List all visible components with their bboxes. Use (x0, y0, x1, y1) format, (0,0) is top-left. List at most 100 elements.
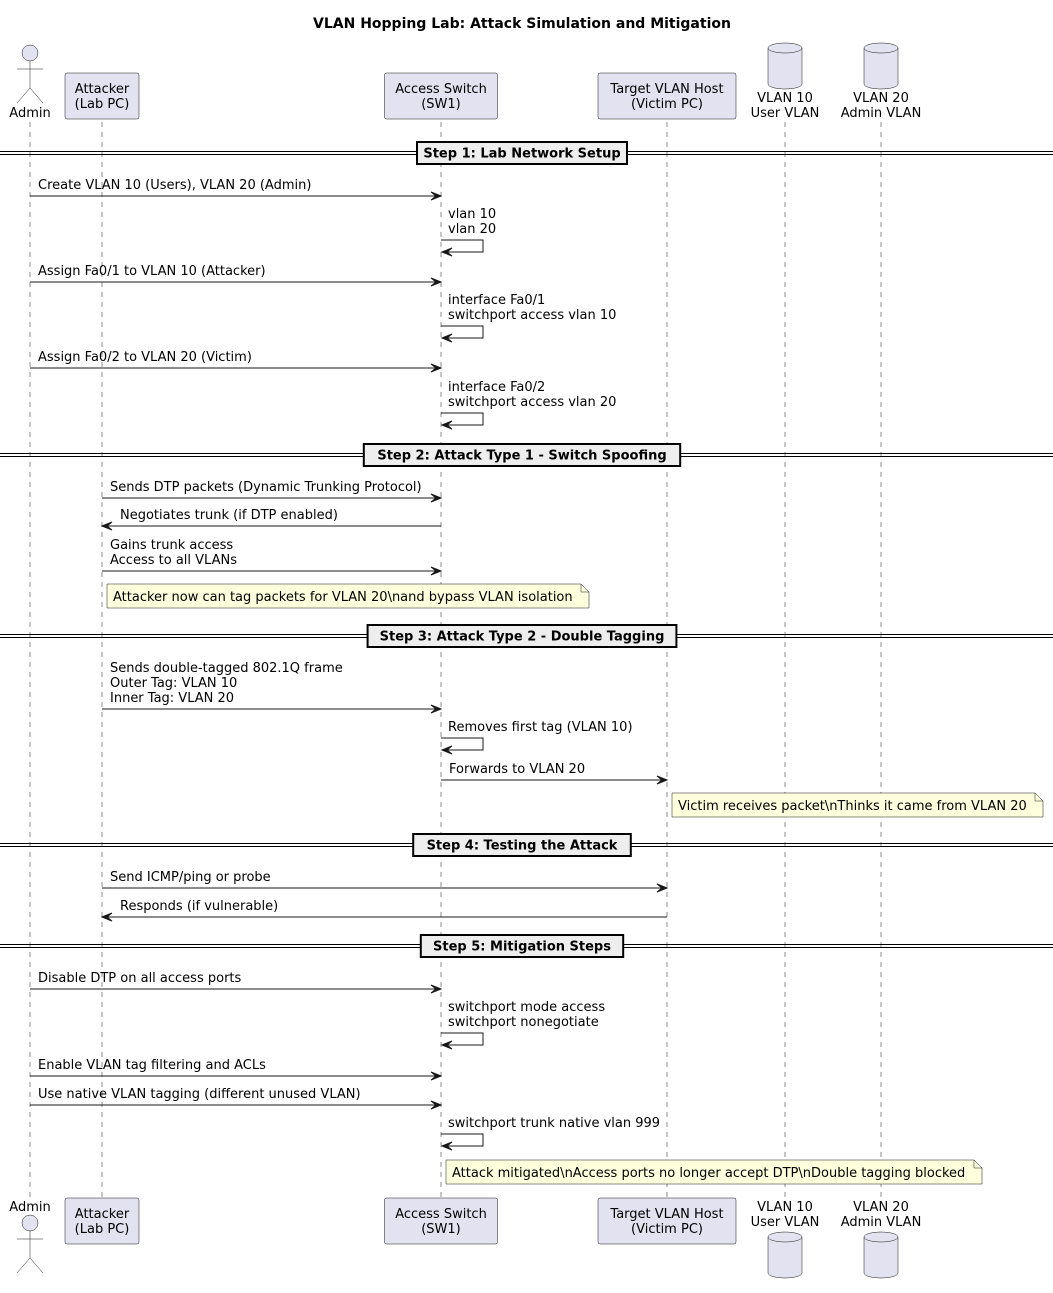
note-fold (580, 584, 589, 593)
participant-label: Admin VLAN (841, 106, 922, 121)
participant-label: Access Switch (395, 1207, 487, 1222)
participant-label: Admin (9, 1200, 50, 1215)
self-message-label: interface Fa0/2 (448, 380, 545, 395)
arrow-head (100, 521, 113, 531)
arrow-head (440, 247, 453, 257)
participant-box (64, 72, 140, 120)
note-text: Attacker now can tag packets for VLAN 20… (113, 590, 573, 605)
participant-label: Target VLAN Host (609, 82, 723, 97)
arrow-head (430, 1100, 443, 1110)
self-message: switchport trunk native vlan 999 (440, 1116, 660, 1151)
participant-label: (SW1) (421, 97, 461, 112)
actor-icon-admin (21, 44, 39, 62)
actor-figure-admin (16, 61, 44, 104)
self-message-label: switchport access vlan 20 (448, 395, 616, 410)
database-icon-vlan10 (767, 1231, 803, 1279)
arrow-head (430, 1071, 443, 1081)
message: Assign Fa0/1 to VLAN 10 (Attacker) (30, 264, 443, 287)
participant-label: Attacker (75, 82, 130, 97)
participant-box (384, 1197, 498, 1245)
step-divider-label: Step 4: Testing the Attack (427, 839, 618, 854)
participant-label: (Victim PC) (631, 1222, 703, 1237)
step-divider: Step 5: Mitigation Steps (0, 934, 1053, 958)
arrow-head (430, 277, 443, 287)
message-label: Inner Tag: VLAN 20 (110, 691, 234, 706)
participant-label: Admin (9, 106, 50, 121)
self-message: switchport mode access switchport nonego… (440, 1000, 605, 1050)
self-message-arrow (441, 1032, 484, 1046)
participant-box (384, 72, 498, 120)
message-label: Assign Fa0/2 to VLAN 20 (Victim) (38, 350, 252, 365)
arrow-head (430, 191, 443, 201)
participant-attacker-bottom: Attacker(Lab PC) (64, 1197, 140, 1245)
actor-icon-admin (21, 1214, 39, 1232)
arrow-head (430, 984, 443, 994)
arrow-head (440, 333, 453, 343)
message-label: Disable DTP on all access ports (38, 971, 242, 986)
step-divider: Step 2: Attack Type 1 - Switch Spoofing (0, 443, 1053, 467)
message-label: Sends DTP packets (Dynamic Trunking Prot… (110, 480, 422, 495)
database-rim-vlan10 (767, 1236, 803, 1243)
message: Negotiates trunk (if DTP enabled) (100, 508, 441, 531)
participant-label: VLAN 10 (757, 91, 813, 106)
arrow-head (656, 775, 669, 785)
participant-label: User VLAN (751, 106, 820, 121)
divider-label-box (419, 934, 625, 958)
participant-label: VLAN 20 (853, 1200, 909, 1215)
self-message-arrow (441, 1133, 484, 1147)
self-message-label: vlan 20 (448, 222, 496, 237)
note-fold (1034, 793, 1043, 802)
message: Enable VLAN tag filtering and ACLs (30, 1058, 443, 1081)
note-text: Attack mitigated\nAccess ports no longer… (452, 1166, 965, 1181)
database-icon-vlan10 (767, 42, 803, 90)
note-box (445, 1159, 983, 1185)
message: Disable DTP on all access ports (30, 971, 443, 994)
note-text: Victim receives packet\nThinks it came f… (678, 799, 1027, 814)
participant-label: Attacker (75, 1207, 130, 1222)
message-label: Access to all VLANs (110, 553, 237, 568)
message-label: Negotiates trunk (if DTP enabled) (120, 508, 338, 523)
message: Responds (if vulnerable) (100, 899, 667, 922)
step-divider-label: Step 2: Attack Type 1 - Switch Spoofing (377, 449, 666, 464)
note-box (671, 792, 1044, 818)
divider-label-box (366, 624, 678, 648)
step-divider: Step 3: Attack Type 2 - Double Tagging (0, 624, 1053, 648)
self-message-label: interface Fa0/1 (448, 293, 545, 308)
self-message-label: Removes first tag (VLAN 10) (448, 720, 633, 735)
step-divider: Step 1: Lab Network Setup (0, 141, 1053, 165)
self-message-arrow (441, 412, 484, 426)
arrow-head (430, 566, 443, 576)
arrow-head (656, 883, 669, 893)
participant-attacker-top: Attacker(Lab PC) (64, 72, 140, 120)
participant-label: User VLAN (751, 1215, 820, 1230)
self-message: interface Fa0/1 switchport access vlan 1… (440, 293, 616, 343)
participant-switch-bottom: Access Switch(SW1) (384, 1197, 498, 1245)
message-label: Send ICMP/ping or probe (110, 870, 271, 885)
participant-label: VLAN 10 (757, 1200, 813, 1215)
participant-box (597, 72, 737, 120)
note: Victim receives packet\nThinks it came f… (671, 792, 1044, 818)
participant-label: (Lab PC) (75, 1222, 130, 1237)
step-divider-label: Step 1: Lab Network Setup (423, 147, 620, 162)
message: Send ICMP/ping or probe (102, 870, 669, 893)
participant-label: VLAN 20 (853, 91, 909, 106)
participant-label: (Lab PC) (75, 97, 130, 112)
self-message-arrow (441, 325, 484, 339)
self-message-label: switchport access vlan 10 (448, 308, 616, 323)
self-message-label: vlan 10 (448, 207, 496, 222)
message: Use native VLAN tagging (different unuse… (30, 1087, 443, 1110)
self-message: interface Fa0/2 switchport access vlan 2… (440, 380, 616, 430)
arrow-head (430, 704, 443, 714)
self-message-arrow (441, 239, 484, 253)
participant-admin-top: Admin (9, 44, 51, 121)
database-icon-vlan20 (863, 1231, 899, 1279)
message-label: Use native VLAN tagging (different unuse… (38, 1087, 361, 1102)
note: Attacker now can tag packets for VLAN 20… (106, 583, 590, 609)
message-label: Enable VLAN tag filtering and ACLs (38, 1058, 266, 1073)
arrow-head (100, 912, 113, 922)
participant-box (64, 1197, 140, 1245)
